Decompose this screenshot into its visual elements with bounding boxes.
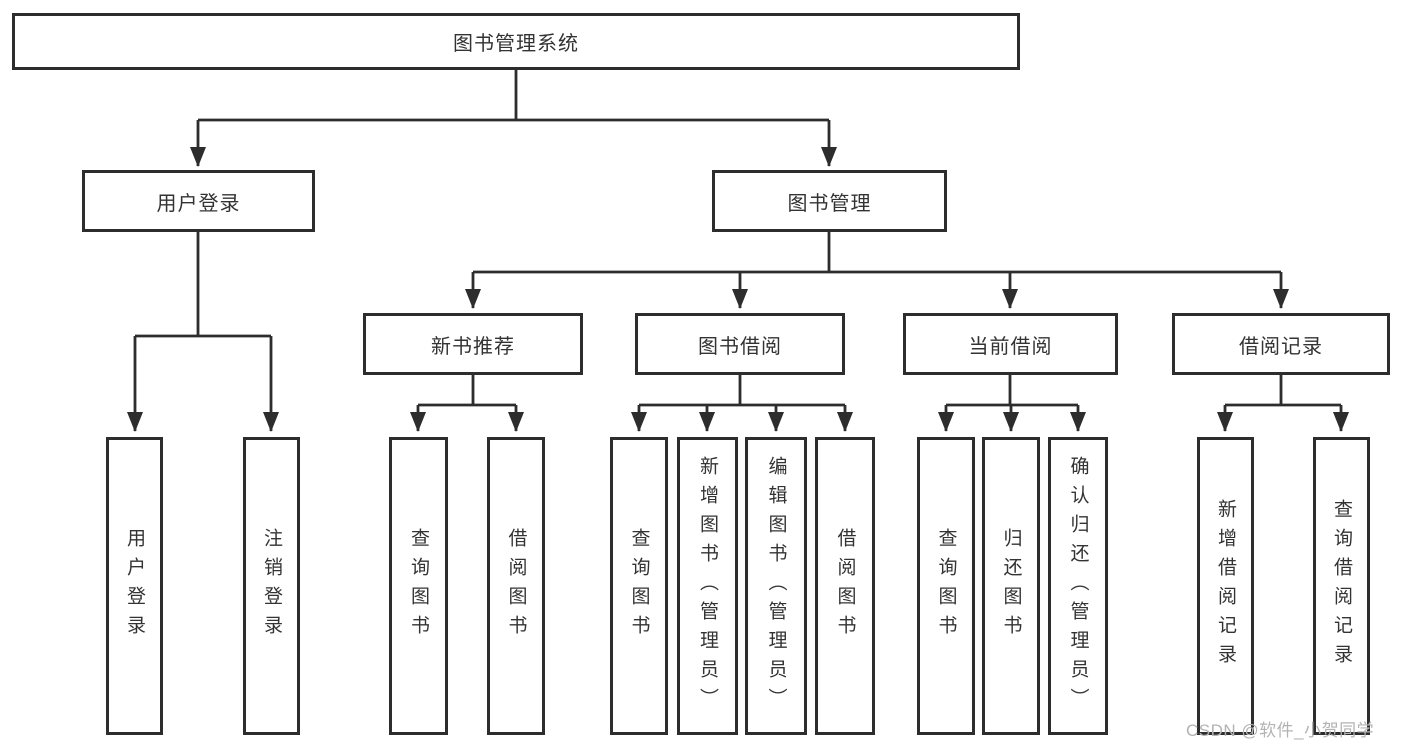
leaf-borrow-books-recommend: 借阅图书: [487, 437, 545, 735]
leaf-confirm-return-admin: 确认归还（管理员）: [1048, 437, 1108, 735]
leaf-label: 借阅图书: [505, 528, 527, 644]
leaf-label: 确认归还（管理员）: [1067, 455, 1089, 717]
leaf-label: 借阅图书: [834, 528, 856, 644]
node-root-library-management-system: 图书管理系统: [12, 13, 1020, 70]
leaf-label: 查询借阅记录: [1331, 499, 1352, 673]
connector-book-management-to-sections: [465, 232, 1289, 309]
leaf-query-borrow-record: 查询借阅记录: [1313, 437, 1370, 735]
node-user-login: 用户登录: [82, 170, 315, 232]
node-label: 图书管理: [787, 192, 872, 215]
node-label: 新书推荐: [431, 335, 515, 358]
leaf-label: 编辑图书（管理员）: [765, 455, 787, 717]
node-label: 用户登录: [156, 192, 241, 215]
leaf-add-borrow-record: 新增借阅记录: [1197, 437, 1254, 735]
connector-root-to-level1: [190, 70, 837, 167]
connector-current-borrow-to-leaves: [938, 375, 1086, 432]
leaf-user-login: 用户登录: [106, 437, 163, 735]
node-book-borrow: 图书借阅: [635, 313, 845, 375]
node-current-borrow: 当前借阅: [903, 313, 1118, 375]
connector-book-borrow-to-leaves: [631, 375, 853, 432]
leaf-query-books-current: 查询图书: [917, 437, 975, 735]
leaf-query-books-borrow: 查询图书: [610, 437, 668, 735]
node-label: 当前借阅: [968, 335, 1053, 358]
connector-borrow-record-to-leaves: [1217, 375, 1349, 432]
leaf-label: 查询图书: [408, 528, 429, 644]
node-borrow-record: 借阅记录: [1172, 313, 1390, 375]
leaf-logout: 注销登录: [243, 437, 300, 735]
leaf-label: 查询图书: [935, 528, 957, 644]
leaf-borrow-books: 借阅图书: [815, 437, 875, 735]
node-label: 图书管理系统: [453, 33, 579, 55]
csdn-watermark: CSDN @软件_小贺同学: [1186, 721, 1375, 740]
node-book-management: 图书管理: [712, 170, 947, 232]
leaf-query-books-recommend: 查询图书: [389, 437, 448, 735]
leaf-return-books: 归还图书: [982, 437, 1040, 735]
node-label: 借阅记录: [1239, 335, 1323, 358]
leaf-label: 新增图书（管理员）: [697, 455, 718, 717]
leaf-add-books-admin: 新增图书（管理员）: [677, 437, 738, 735]
node-label: 图书借阅: [698, 335, 782, 358]
leaf-label: 注销登录: [261, 528, 282, 644]
node-new-book-recommend: 新书推荐: [363, 313, 583, 375]
connector-new-book-recommend-to-leaves: [410, 375, 524, 432]
leaf-label: 查询图书: [628, 528, 650, 644]
leaf-edit-books-admin: 编辑图书（管理员）: [745, 437, 807, 735]
leaf-label: 新增借阅记录: [1215, 499, 1236, 673]
connector-user-login-to-leaves: [127, 232, 279, 432]
leaf-label: 归还图书: [1000, 528, 1022, 644]
leaf-label: 用户登录: [124, 528, 145, 644]
